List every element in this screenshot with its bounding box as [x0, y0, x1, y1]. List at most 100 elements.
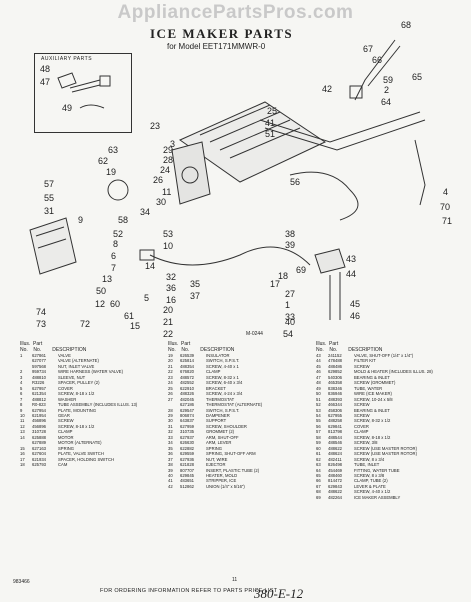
callout-39: 39 — [285, 240, 296, 250]
illus-number: 6 — [20, 391, 23, 397]
part-number: 806874 — [180, 412, 194, 418]
callout-45: 45 — [350, 299, 361, 309]
callout-6: 6 — [111, 251, 117, 261]
page-title: ICE MAKER PARTS — [150, 26, 294, 41]
illus-number: 35 — [168, 445, 173, 451]
part-number: 488258 — [328, 418, 342, 424]
part-number: 838346 — [328, 385, 342, 391]
callout-55: 55 — [44, 193, 55, 203]
part-number: 488622 — [328, 445, 342, 451]
part-description: INSULATOR — [206, 353, 230, 358]
part-number: 310735 — [180, 429, 194, 435]
part-number: 627957 — [32, 385, 46, 391]
part-description: SUPPORT — [206, 418, 227, 424]
part-number: 488326 — [180, 391, 194, 397]
part-number: 625814 — [180, 358, 194, 364]
illus-number: 17 — [20, 456, 25, 462]
part-number: 627604 — [32, 451, 46, 457]
part-number: 813798 — [328, 429, 342, 435]
illus-number: 15 — [20, 445, 25, 451]
column-header: No. No. DESCRIPTION — [168, 347, 235, 353]
illus-number: 30 — [168, 418, 173, 424]
illus-number: 25 — [168, 385, 173, 391]
illus-number: 10 — [20, 412, 25, 418]
wire-harness — [149, 246, 311, 266]
part-number: 836946 — [328, 391, 342, 397]
auxiliary-parts-box: AUXILIARY PARTS — [34, 53, 132, 133]
callout-19: 19 — [106, 167, 117, 177]
column-header: No. No. DESCRIPTION — [20, 347, 87, 353]
part-number: 625888 — [32, 434, 46, 440]
model-subtitle: for Model EET171MMWR-0 — [167, 42, 266, 51]
callout-37: 37 — [190, 291, 201, 301]
part-number: 826498 — [328, 462, 342, 468]
part-description: DAMPENER — [206, 412, 230, 418]
part-description: ARM, SHUT-OFF — [206, 434, 239, 440]
illus-number: 42 — [168, 483, 173, 489]
part-description: ARM, LEVER — [206, 440, 232, 446]
cover-part — [29, 217, 77, 275]
illus-number: 36 — [168, 451, 173, 457]
callout-1: 1 — [285, 300, 291, 310]
part-description: SCREW, 8-18 x 1/2 — [354, 434, 391, 440]
illus-number: 24 — [168, 380, 173, 386]
illus-number: 55 — [316, 418, 321, 424]
part-description: FILTER KIT — [354, 358, 376, 364]
part-description: SCREW, 8 x 3/4 — [354, 456, 385, 462]
illus-number: 44 — [316, 358, 321, 364]
part-description: WIRE (ICE MAKER) — [354, 391, 392, 397]
part-description: ICE MAKER ASSEMBLY — [354, 494, 401, 500]
corner-code: 983466 — [13, 579, 30, 585]
illus-number: 16 — [20, 451, 25, 457]
callout-60: 60 — [110, 299, 121, 309]
illus-number: 34 — [168, 440, 173, 446]
auxiliary-parts-label: AUXILIARY PARTS — [41, 56, 93, 62]
part-description: BEARING & INLET — [354, 407, 390, 413]
part-description: SCREW, 4-40 x 1 — [206, 363, 239, 369]
callout-8: 8 — [113, 239, 119, 249]
callout-54: 54 — [283, 329, 294, 339]
callout-74: 74 — [36, 307, 47, 317]
part-number: 482045 — [180, 396, 194, 402]
callout-35: 35 — [190, 279, 201, 289]
callout-32: 32 — [166, 272, 177, 282]
part-description: PLATE, VALVE SWITCH — [58, 451, 104, 457]
part-description: VALVE (ALTERNATE) — [58, 358, 99, 364]
part-description: UNION (1/4" x 5/16") — [206, 483, 245, 489]
part-number: 814472 — [328, 478, 342, 484]
part-description: TUBE, WATER — [354, 385, 383, 391]
callout-40: 40 — [285, 317, 296, 327]
callout-24: 24 — [160, 165, 171, 175]
callout-59: 59 — [383, 75, 394, 85]
part-number: 488572 — [180, 374, 194, 380]
illus-number: 4 — [20, 380, 23, 386]
part-number: 622910 — [180, 385, 194, 391]
illus-number: 67 — [316, 483, 321, 489]
part-description: SPACER, PULLEY (2) — [58, 380, 100, 386]
part-description: SCREW, 8-32 x 1/2 — [354, 418, 391, 424]
callout-44: 44 — [346, 269, 357, 279]
callout-20: 20 — [163, 305, 174, 315]
part-description: SCREW (GROMMET) — [354, 380, 396, 386]
aux-grommet-part — [99, 75, 111, 87]
callout-10: 10 — [163, 241, 174, 251]
part-description: SPRING, SHUT-OFF ARM — [206, 451, 256, 457]
part-number: 625793 — [32, 462, 46, 468]
